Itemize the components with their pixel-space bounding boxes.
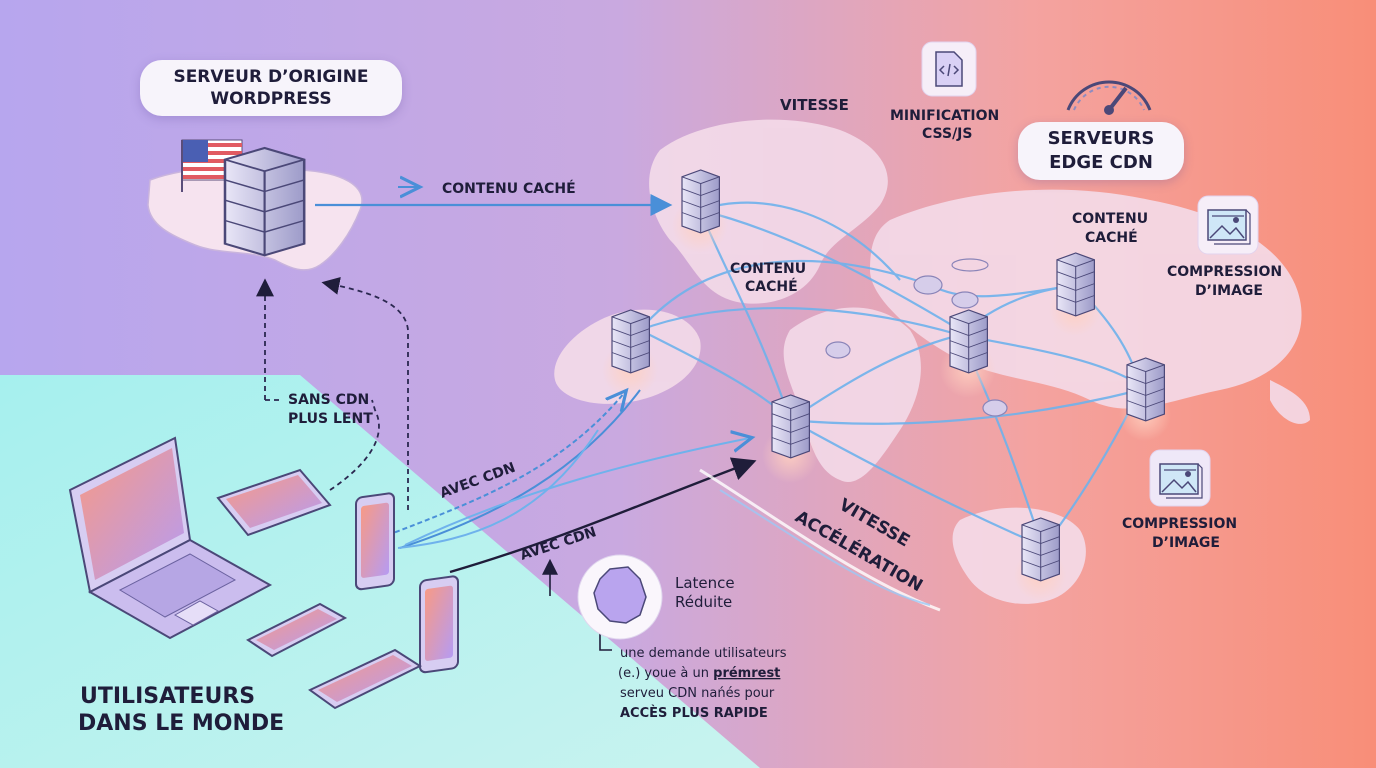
users-title: UTILISATEURS [80,684,255,709]
origin-server-icon [223,146,306,257]
usa-flag-icon [181,139,243,192]
origin-server-title: SERVEUR D’ORIGINE WORDPRESS [140,60,402,116]
speedometer-icon [1066,80,1152,115]
note-line: (e.) youe à un prémrest [618,666,780,681]
note-text: (e.) youe à un [618,666,713,681]
laptop-icon [68,436,273,640]
phone-icon [419,575,459,674]
contenu-cache-label: CACHÉ [745,278,798,295]
note-line: ACCÈS PLUS RAPIDE [620,705,768,721]
note-line: une demande utilisateurs [620,646,787,661]
note-line: serveu CDN nańés pour [620,686,775,701]
sans-cdn-label: PLUS LENT [288,411,373,427]
contenu-cache-label: CONTENU [730,261,806,277]
minification-label: CSS/JS [922,126,972,142]
server-rack-icon [1021,517,1060,582]
contenu-cache-label: CONTENU CACHÉ [442,180,576,197]
origin-to-cdn-arrow [315,187,673,216]
compression-label: D’IMAGE [1152,535,1220,551]
contenu-cache-label: CACHÉ [1085,229,1138,246]
code-file-icon [921,41,977,97]
cdn-servers-title: SERVEURS EDGE CDN [1018,122,1184,180]
cdn-title-line: SERVEURS [1047,128,1155,149]
image-icon [1149,449,1211,507]
server-rack-icon [1056,252,1095,317]
image-icon [1197,195,1259,255]
users-title: DANS LE MONDE [78,711,284,736]
server-rack-icon [681,169,720,234]
avec-cdn-arrows [379,390,757,574]
compression-label: COMPRESSION [1122,516,1237,532]
phone-icon [308,648,423,710]
contenu-cache-label: CONTENU [1072,211,1148,227]
speed-streak [699,468,941,612]
origin-title-line: WORDPRESS [210,89,332,109]
vitesse-label: VITESSE [780,96,849,114]
phone-icon [246,602,348,658]
edge-servers [602,169,1171,601]
tablet-icon [216,468,332,537]
server-rack-icon [949,309,988,374]
server-rack-icon [611,309,650,374]
minification-label: MINIFICATION [890,108,999,124]
compression-label: D’IMAGE [1195,283,1263,299]
cdn-title-line: EDGE CDN [1049,152,1153,173]
phone-icon [355,492,395,591]
france-map-icon [577,554,663,640]
network-nodes [825,258,1008,417]
compression-label: COMPRESSION [1167,264,1282,280]
sans-cdn-label: SANS CDN [288,392,369,408]
server-rack-icon [1126,357,1165,422]
server-rack-icon [771,394,810,459]
latence-label: Latence [675,574,735,592]
latence-label: Réduite [675,593,732,611]
origin-title-line: SERVEUR D’ORIGINE [173,67,369,87]
note-emphasis: prémrest [713,666,780,681]
sans-cdn-arrows [256,276,409,510]
